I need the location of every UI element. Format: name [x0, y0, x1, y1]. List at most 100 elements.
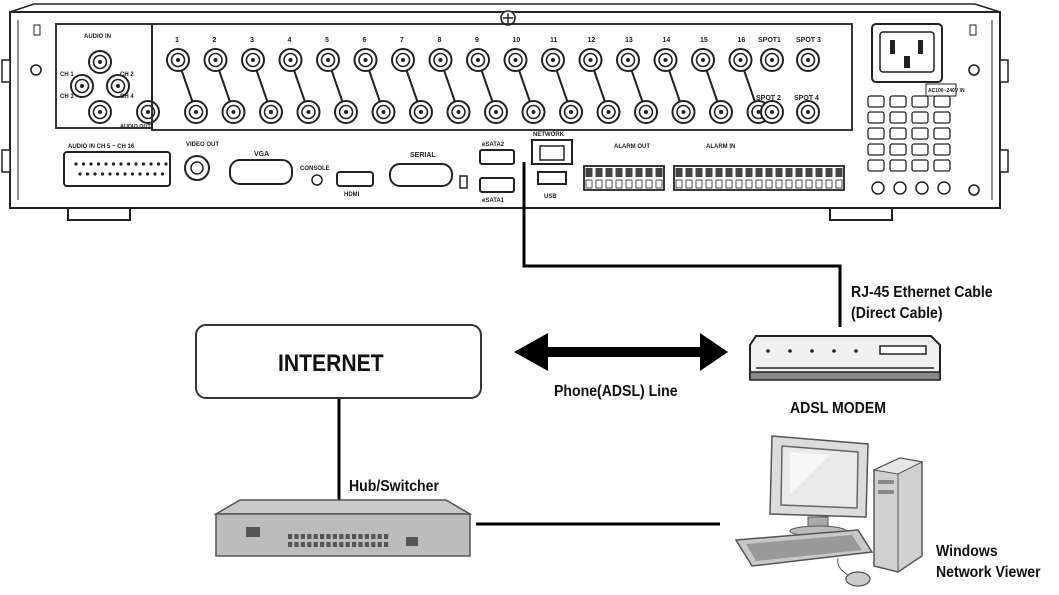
- channel-number-label: 7: [400, 37, 404, 44]
- svg-text:NETWORK: NETWORK: [533, 132, 565, 138]
- svg-text:eSATA2: eSATA2: [482, 142, 505, 148]
- esata2-port: [479, 149, 515, 165]
- svg-text:CONSOLE: CONSOLE: [300, 166, 330, 172]
- video-in-bnc: [728, 48, 753, 72]
- video-in-bnc: [691, 48, 715, 72]
- video-in-bnc: [653, 48, 678, 72]
- svg-text:eSATA1: eSATA1: [482, 198, 505, 204]
- channel-number-label: 14: [663, 37, 671, 44]
- windows-pc: [734, 435, 924, 587]
- video-loop-bnc: [634, 100, 658, 124]
- svg-text:SPOT 3: SPOT 3: [796, 37, 821, 44]
- video-in-bnc: [353, 48, 378, 72]
- channel-number-label: 6: [363, 37, 367, 44]
- video-in-bnc: [503, 48, 528, 72]
- dvr-rear-panel: AUDIO IN CH 1 CH 2 CH 3 CH 4 AUDIO OUT 1…: [1, 3, 1009, 221]
- video-loop-bnc: [709, 100, 733, 124]
- svg-text:SERIAL: SERIAL: [410, 152, 436, 159]
- channel-number-label: 8: [438, 37, 442, 44]
- channel-number-label: 9: [475, 37, 479, 44]
- viewer-label-line1: Windows: [936, 543, 998, 560]
- video-in-bnc: [616, 48, 640, 72]
- serial-port: [389, 163, 453, 187]
- front-round-buttons: [871, 181, 951, 195]
- ch2-label: CH 2: [120, 72, 134, 78]
- hub-switcher-device: [213, 499, 473, 557]
- console-port: [311, 174, 323, 186]
- ch4-label: CH 4: [120, 94, 134, 100]
- channel-number-label: 2: [213, 37, 217, 44]
- video-loop-bnc: [371, 100, 396, 124]
- video-loop-bnc: [334, 100, 358, 124]
- svg-text:SPOT 2: SPOT 2: [756, 95, 781, 102]
- video-in-bnc: [241, 48, 265, 72]
- internet-label: INTERNET: [278, 350, 384, 377]
- video-loop-bnc: [259, 100, 283, 124]
- channel-number-label: 15: [700, 37, 708, 44]
- video-loop-bnc: [559, 100, 583, 124]
- video-loop-bnc: [671, 100, 696, 124]
- video-loop-bnc: [521, 100, 546, 124]
- ch3-label: CH 3: [60, 94, 74, 100]
- foot-left: [67, 207, 131, 221]
- video-loop-bnc: [184, 100, 208, 124]
- video-in-bnc: [203, 48, 228, 72]
- adsl-modem-device: [749, 335, 941, 381]
- svg-text:ALARM IN: ALARM IN: [706, 144, 735, 150]
- cable-label-line1: RJ-45 Ethernet Cable: [851, 284, 993, 301]
- svg-text:VGA: VGA: [254, 151, 269, 158]
- channel-number-label: 4: [288, 37, 292, 44]
- svg-text:SPOT1: SPOT1: [758, 37, 781, 44]
- video-in-bnc: [391, 48, 415, 72]
- video-in-bnc: [466, 48, 490, 72]
- svg-text:ALARM OUT: ALARM OUT: [614, 144, 650, 150]
- video-in-bnc: [541, 48, 565, 72]
- modem-label: ADSL MODEM: [790, 400, 886, 417]
- esata1-port: [479, 177, 515, 193]
- hdmi-port: [336, 171, 374, 187]
- channel-number-label: 13: [625, 37, 633, 44]
- channel-number-label: 16: [738, 37, 746, 44]
- alarm-in-terminal: [673, 165, 845, 191]
- video-loop-bnc: [296, 100, 321, 124]
- vga-port: [229, 159, 293, 185]
- channel-number-label: 3: [250, 37, 254, 44]
- video-in-bnc: [316, 48, 340, 72]
- video-in-bnc: [278, 48, 303, 72]
- channel-number-label: 11: [550, 37, 558, 44]
- audio-out-label: AUDIO OUT: [120, 124, 152, 130]
- video-block: [151, 23, 853, 131]
- phone-line-arrow: [514, 333, 728, 371]
- hub-label: Hub/Switcher: [349, 478, 439, 495]
- svg-text:USB: USB: [544, 194, 557, 200]
- channel-number-label: 12: [588, 37, 596, 44]
- phone-line-label: Phone(ADSL) Line: [554, 383, 678, 400]
- power-socket: AC100~240V IN: [871, 23, 965, 97]
- video-loop-bnc: [446, 100, 471, 124]
- svg-text:AUDIO IN CH 5 ~ CH 16: AUDIO IN CH 5 ~ CH 16: [68, 144, 135, 150]
- vent-grid: [867, 95, 951, 172]
- channel-number-label: 1: [175, 37, 179, 44]
- cable-label-line2: (Direct Cable): [851, 305, 943, 322]
- svg-text:AC100~240V IN: AC100~240V IN: [928, 88, 965, 94]
- video-in-bnc: [578, 48, 603, 72]
- spot-block: SPOT1 SPOT 3 SPOT 2 SPOT 4: [756, 37, 821, 124]
- usb-port: [537, 171, 567, 185]
- foot-right: [829, 207, 893, 221]
- svg-text:SPOT 4: SPOT 4: [794, 95, 819, 102]
- svg-text:VIDEO OUT: VIDEO OUT: [186, 142, 219, 148]
- channel-number-label: 10: [513, 37, 521, 44]
- rj45-cable-line: [522, 162, 842, 327]
- video-loop-bnc: [409, 100, 433, 124]
- audio-in-label: AUDIO IN: [84, 34, 111, 40]
- ch1-label: CH 1: [60, 72, 74, 78]
- internet-box: [195, 324, 482, 399]
- svg-text:HDMI: HDMI: [344, 192, 360, 198]
- db25-port: [63, 151, 171, 187]
- video-loop-bnc: [484, 100, 508, 124]
- video-loop-bnc: [221, 100, 246, 124]
- alarm-out-terminal: [583, 165, 665, 191]
- channel-number-label: 5: [325, 37, 329, 44]
